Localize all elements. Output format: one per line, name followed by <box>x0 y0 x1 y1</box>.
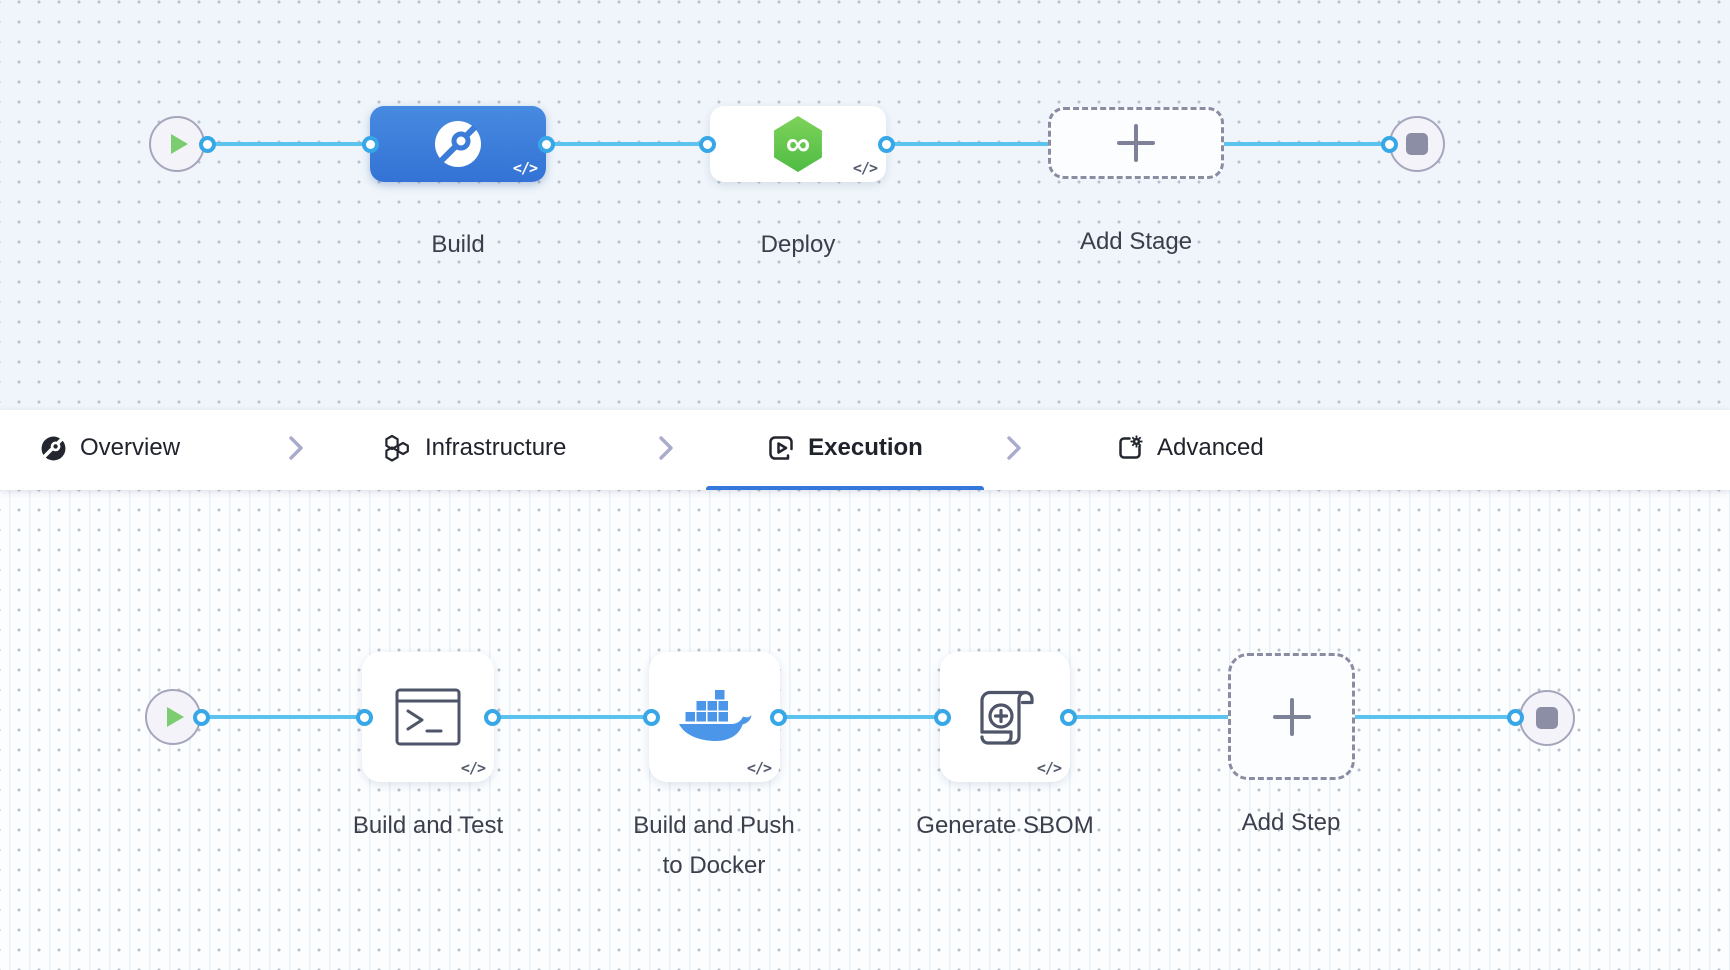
connector-dot <box>878 136 895 153</box>
chevron-right-icon <box>288 410 304 486</box>
connector-dot <box>199 136 216 153</box>
step-card-build-and-push-to-docker[interactable]: </> <box>649 652 780 782</box>
execution-icon <box>769 436 793 460</box>
step-label-generate-sbom: Generate SBOM <box>916 812 1094 839</box>
step-label-line: to Docker <box>662 852 766 879</box>
connector-dot <box>193 709 210 726</box>
tab-label: Execution <box>808 434 923 461</box>
sbom-scroll-icon <box>980 690 1034 745</box>
stage-label-deploy: Deploy <box>760 231 836 258</box>
plus-icon <box>1117 124 1155 162</box>
ci-build-icon <box>435 121 481 167</box>
stop-icon <box>1536 707 1558 729</box>
tab-label: Overview <box>80 434 181 461</box>
connector-dot <box>362 136 379 153</box>
add-stage-button[interactable] <box>1048 107 1224 179</box>
execution-end-node <box>1519 690 1575 746</box>
stage-card-deploy[interactable]: ∞ </> <box>710 106 886 182</box>
connector-line <box>173 715 1547 719</box>
add-stage-label: Add Stage <box>1079 228 1193 255</box>
execution-start-node <box>145 689 201 745</box>
terminal-icon <box>395 688 461 746</box>
overview-icon <box>41 436 66 460</box>
tab-execution[interactable]: Execution <box>706 410 984 486</box>
connector-dot <box>1507 709 1524 726</box>
tab-label: Advanced <box>1157 434 1264 461</box>
pipeline-end-node <box>1389 116 1445 172</box>
connector-dot <box>770 709 787 726</box>
step-label-line: Build and Push <box>633 812 795 839</box>
stage-config-tabbar: Overview Infrastructure E <box>0 410 1730 490</box>
code-badge-icon: </> <box>746 759 772 777</box>
connector-dot <box>356 709 373 726</box>
stop-icon <box>1406 133 1428 155</box>
connector-dot <box>1381 136 1398 153</box>
infinity-glyph: ∞ <box>785 125 811 163</box>
connector-dot <box>643 709 660 726</box>
code-badge-icon: </> <box>852 159 878 177</box>
connector-dot <box>484 709 501 726</box>
pipeline-start-node <box>149 116 205 172</box>
chevron-right-icon <box>1006 410 1022 486</box>
play-icon <box>167 707 184 727</box>
stage-card-build[interactable]: </> <box>370 106 546 182</box>
code-badge-icon: </> <box>1036 759 1062 777</box>
code-badge-icon: </> <box>460 759 486 777</box>
infrastructure-icon <box>385 434 409 462</box>
connector-dot <box>538 136 555 153</box>
step-card-build-and-test[interactable]: </> <box>362 652 494 782</box>
connector-dot <box>934 709 951 726</box>
step-label-build-and-test: Build and Test <box>352 812 504 839</box>
advanced-icon <box>1119 435 1143 459</box>
connector-dot <box>1060 709 1077 726</box>
play-icon <box>171 134 188 154</box>
step-label-build-and-push: Build and Push to Docker <box>554 806 874 886</box>
cd-deploy-icon: ∞ <box>774 116 822 172</box>
tab-advanced[interactable]: Advanced <box>1116 410 1264 486</box>
active-tab-underline <box>706 486 984 490</box>
add-step-label: Add Step <box>1241 809 1341 836</box>
tab-infrastructure[interactable]: Infrastructure <box>382 410 566 486</box>
add-step-button[interactable] <box>1228 653 1355 780</box>
chevron-right-icon <box>658 410 674 486</box>
docker-icon <box>678 690 751 741</box>
execution-canvas[interactable]: </> </> <box>0 490 1730 970</box>
connector-dot <box>699 136 716 153</box>
tab-label: Infrastructure <box>425 434 567 461</box>
plus-icon <box>1272 697 1311 736</box>
tab-overview[interactable]: Overview <box>40 410 180 486</box>
step-card-generate-sbom[interactable]: </> <box>940 652 1070 782</box>
stage-label-build: Build <box>431 231 485 258</box>
code-badge-icon: </> <box>512 159 538 177</box>
stages-canvas[interactable]: </> ∞ </> Build Deploy Add Stage <box>0 0 1730 410</box>
